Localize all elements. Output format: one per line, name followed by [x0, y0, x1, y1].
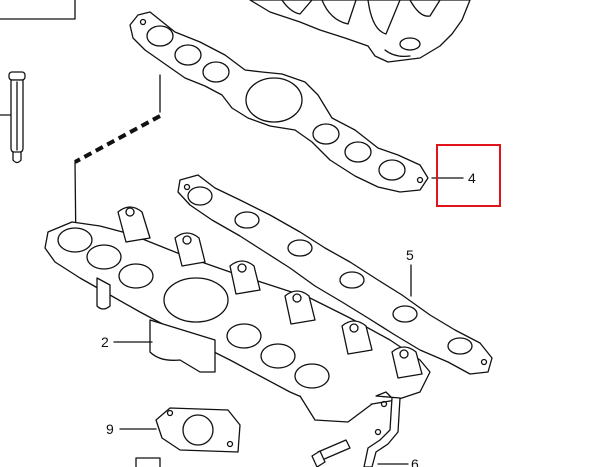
callout-5-label: 5	[406, 247, 414, 263]
bolt	[311, 439, 351, 467]
callout-4-label: 4	[468, 170, 476, 186]
callout-9-label: 9	[106, 421, 114, 437]
bracket	[363, 391, 401, 467]
reference-box-corner	[0, 0, 76, 20]
lower-gasket	[177, 174, 493, 375]
upper-intake-manifold	[249, 0, 471, 63]
bottom-stub	[135, 457, 161, 467]
callout-2-label: 2	[101, 334, 109, 350]
tube-part	[0, 71, 26, 164]
callout-6-label: 6	[411, 456, 419, 467]
throttle-gasket	[155, 407, 241, 453]
lower-intake-manifold	[44, 206, 431, 423]
upper-gasket	[129, 11, 429, 193]
callout-4-highlight-box	[436, 144, 501, 207]
